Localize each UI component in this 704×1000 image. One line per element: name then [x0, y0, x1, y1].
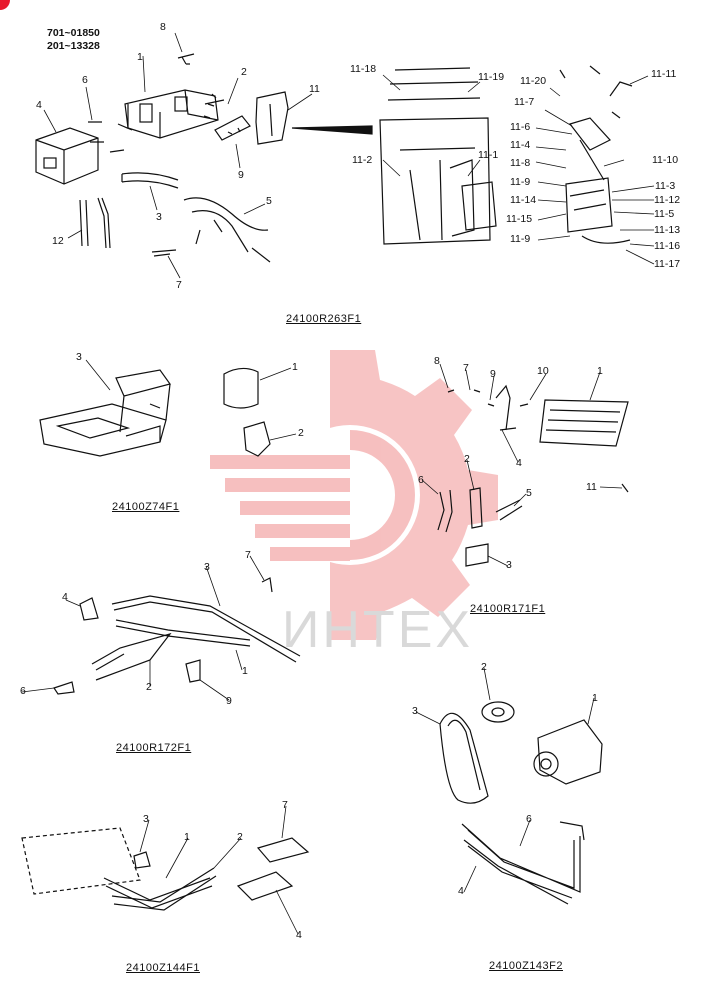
- callout: 11-20: [520, 75, 547, 87]
- group-code: 24100R171F1: [470, 603, 546, 615]
- callout: 12: [52, 235, 64, 247]
- callout: 11-5: [654, 208, 675, 220]
- receiver-drier-bracket: [223, 367, 271, 457]
- callout: 4: [296, 929, 302, 941]
- callout: 7: [176, 279, 182, 291]
- callout: 1: [592, 692, 598, 704]
- group-code: 24100Z144F1: [126, 962, 200, 974]
- serial-range-2: 201~13328: [47, 40, 100, 52]
- group-code: 24100R172F1: [116, 742, 192, 754]
- callout: 11-1: [478, 149, 499, 161]
- callout: 11-6: [510, 121, 531, 133]
- callout: 11-9: [510, 233, 531, 245]
- hose-and-seal: [21, 827, 310, 911]
- callout: 2: [237, 831, 243, 843]
- callout: 10: [537, 365, 549, 377]
- callout: 11-4: [510, 139, 531, 151]
- callout: 11-11: [651, 68, 677, 80]
- callout: 1: [137, 51, 143, 63]
- callout: 11-15: [506, 213, 533, 225]
- callout: 9: [226, 695, 232, 707]
- callout: 11-13: [654, 224, 681, 236]
- callout: 11-9: [510, 176, 531, 188]
- callout: 1: [292, 361, 298, 373]
- corner-marker: [0, 0, 10, 10]
- callout: 2: [464, 453, 470, 465]
- leader-lines: [21, 32, 655, 935]
- callout: 3: [204, 561, 210, 573]
- compressor-assembly: [439, 701, 603, 804]
- callout: 8: [434, 355, 440, 367]
- callout: 4: [62, 591, 68, 603]
- refrigerant-hoses: [53, 577, 301, 695]
- callout: 11: [586, 481, 597, 493]
- callout: 11-3: [655, 180, 676, 192]
- callout: 11-8: [510, 157, 531, 169]
- engine-detail-assembly: [379, 65, 633, 245]
- callout: 11-12: [654, 194, 681, 206]
- callout: 6: [82, 74, 88, 86]
- group-code: 24100Z143F2: [489, 960, 563, 972]
- callout: 4: [36, 99, 42, 111]
- callout: 2: [241, 66, 247, 78]
- callout: 5: [266, 195, 272, 207]
- callout: 11-18: [350, 63, 377, 75]
- callout: 6: [526, 813, 532, 825]
- serial-range-1: 701~01850: [47, 27, 100, 39]
- callout: 3: [412, 705, 418, 717]
- callout: 9: [490, 368, 496, 380]
- callout: 6: [20, 685, 26, 697]
- callout: 8: [160, 21, 166, 33]
- callout: 7: [245, 549, 251, 561]
- callout: 1: [597, 365, 603, 377]
- callout: 1: [242, 665, 248, 677]
- callout: 6: [418, 474, 424, 486]
- callout: 7: [282, 799, 288, 811]
- group-code: 24100Z74F1: [112, 501, 180, 513]
- callout: 2: [146, 681, 152, 693]
- callout: 11-19: [478, 71, 505, 83]
- callout: 2: [481, 661, 487, 673]
- callout: 11-2: [352, 154, 373, 166]
- callout: 11-17: [654, 258, 681, 270]
- callout: 11: [309, 83, 320, 95]
- callout: 4: [458, 885, 464, 897]
- callout: 5: [526, 487, 532, 499]
- callout: 11-7: [514, 96, 535, 108]
- callout: 11-10: [652, 154, 679, 166]
- callout: 4: [516, 457, 522, 469]
- callout: 7: [463, 362, 469, 374]
- callout: 3: [76, 351, 82, 363]
- condenser-assembly: [437, 384, 629, 567]
- discharge-hoses: [461, 821, 585, 905]
- callout: 2: [298, 427, 304, 439]
- callout: 11-14: [510, 194, 537, 206]
- callout: 3: [143, 813, 149, 825]
- air-duct: [39, 369, 171, 457]
- callout: 1: [184, 831, 190, 843]
- callout: 3: [506, 559, 512, 571]
- watermark-text: ИНТЕХ: [282, 601, 474, 659]
- callout: 3: [156, 211, 162, 223]
- group-code: 24100R263F1: [286, 313, 362, 325]
- callout: 9: [238, 169, 244, 181]
- heater-unit-assembly: [35, 53, 373, 263]
- callout: 11-16: [654, 240, 681, 252]
